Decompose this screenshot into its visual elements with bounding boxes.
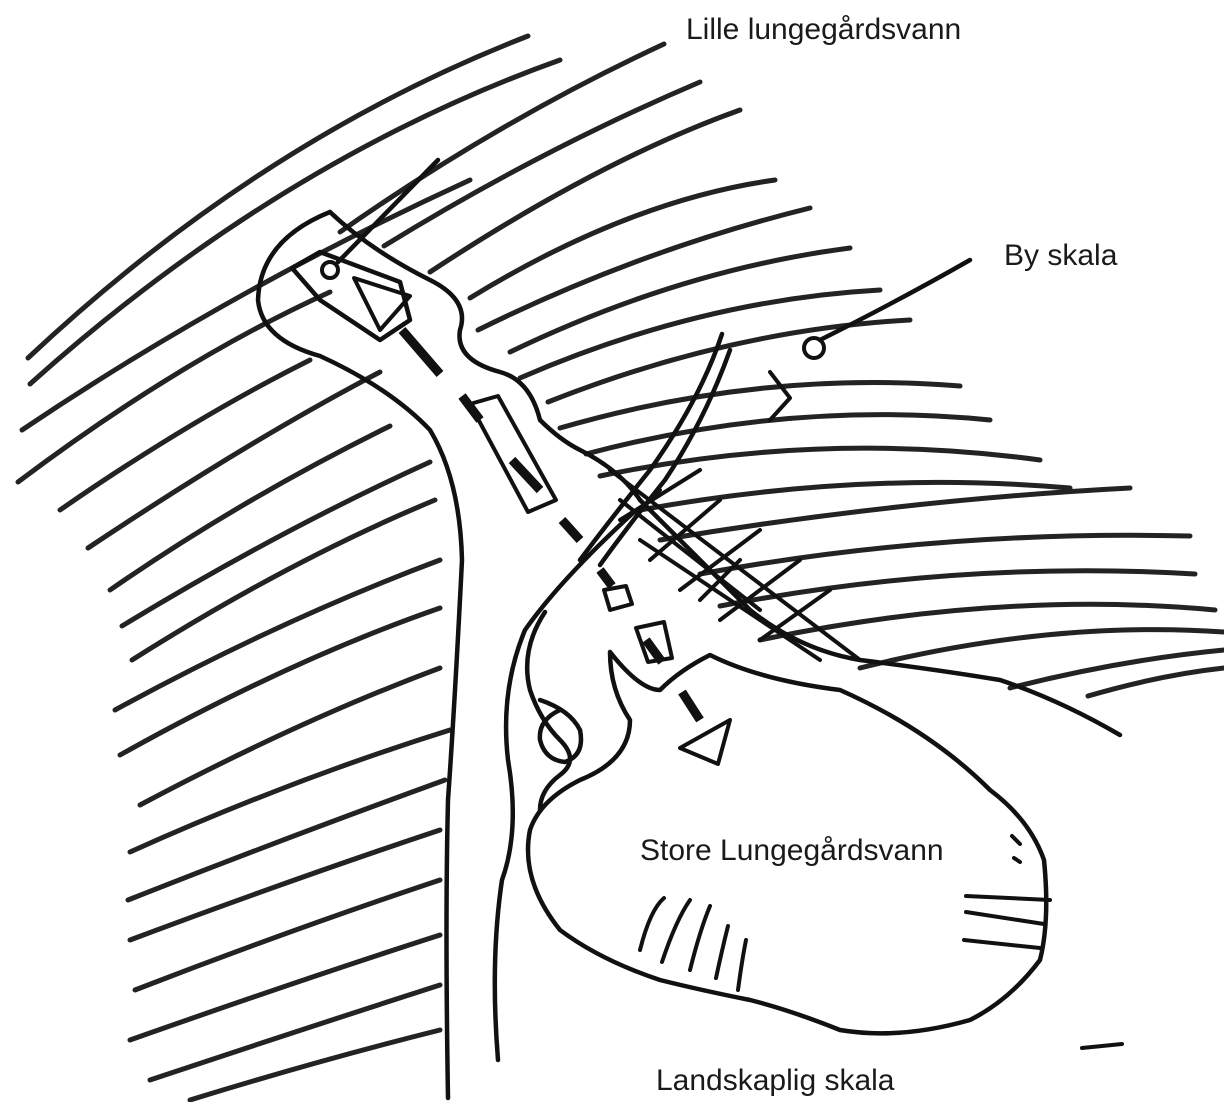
label-store-lungegardsvann: Store Lungegårdsvann	[640, 836, 944, 866]
label-lille-lungegardsvann: Lille lungegårdsvann	[686, 15, 961, 45]
label-by-skala: By skala	[1004, 241, 1117, 271]
hatching-right	[340, 44, 1224, 696]
bottom-strokes	[1082, 1044, 1122, 1048]
label-landskaplig-skala: Landskaplig skala	[656, 1066, 895, 1096]
crosshatch	[610, 470, 860, 660]
hatching-left	[18, 36, 560, 1100]
